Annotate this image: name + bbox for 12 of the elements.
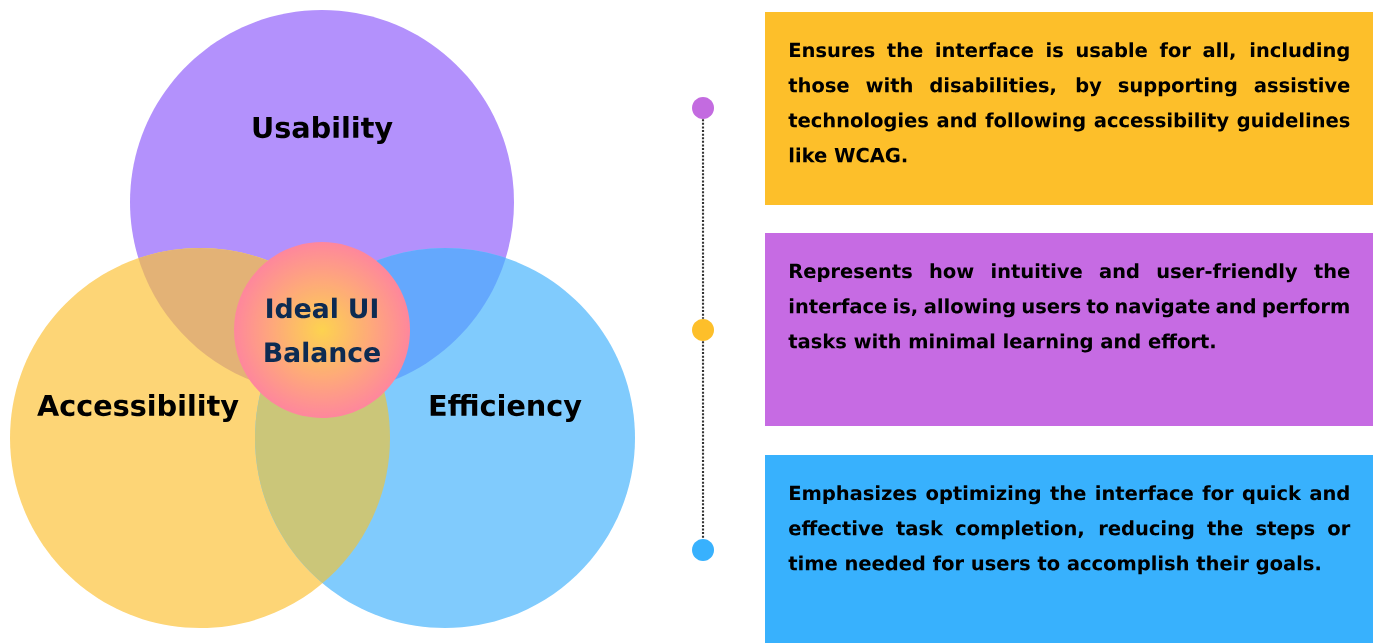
timeline-dot <box>692 539 714 561</box>
circle-label: Efficiency <box>430 394 582 422</box>
timeline-dot <box>692 319 714 341</box>
text-box: Ensures the interface is usable for all, including those with disabilities, by supporting assistive technologies and following accessibility guidelines like WCAG. <box>765 12 1373 205</box>
circle-label: Accessibility <box>37 394 239 422</box>
dotted-connector <box>701 119 705 319</box>
center-label: Ideal UI Balance <box>265 297 380 363</box>
timeline-dot <box>692 97 714 119</box>
dotted-connector <box>701 341 705 539</box>
text-box: Represents how intuitive and user-friendly the interface is, allowing users to navigate and perform tasks with minimal learning and effort. <box>765 233 1373 426</box>
text-box: Emphasizes optimizing the interface for quick and effective task completion, reducing the steps or time needed for users to accomplish their goals. <box>765 455 1373 643</box>
circle-label: Usability <box>253 116 393 144</box>
